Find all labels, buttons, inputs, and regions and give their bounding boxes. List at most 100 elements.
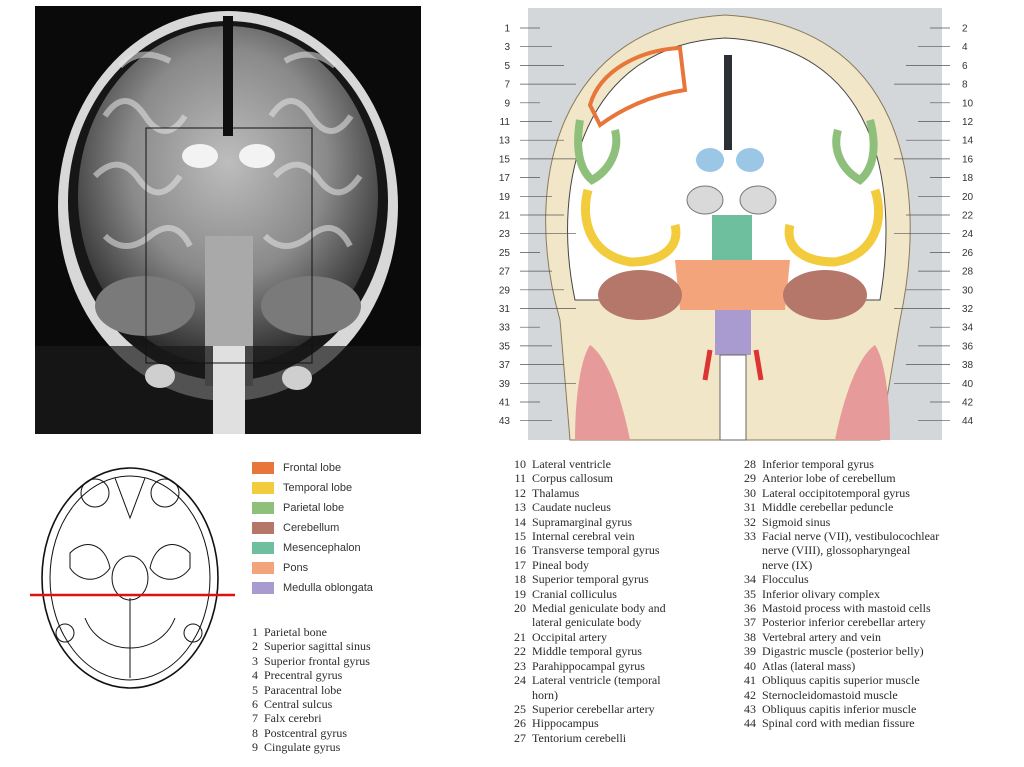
diagram-label-left: 19: [499, 192, 511, 203]
list-item-text: Parahippocampal gyrus: [532, 659, 645, 673]
legend-label: Frontal lobe: [283, 462, 341, 474]
diagram-label-right: 16: [962, 154, 974, 165]
list-item-number: 13: [508, 500, 526, 514]
diagram-label-right: 10: [962, 98, 974, 109]
diagram-label-left: 9: [504, 98, 510, 109]
list-item-number: 37: [738, 615, 756, 629]
list-item-number: 24: [508, 673, 526, 702]
list-item-number: 42: [738, 688, 756, 702]
diagram-label-right: 32: [962, 304, 974, 315]
list-item-text: Hippocampus: [532, 716, 599, 730]
list-item-number: 16: [508, 543, 526, 557]
list-item-text: Inferior temporal gyrus: [762, 457, 874, 471]
diagram-label-left: 3: [504, 42, 510, 53]
mri-cerebellum-right: [261, 276, 361, 336]
list-item: 18Superior temporal gyrus: [508, 572, 728, 586]
mri-vessel-right: [282, 366, 312, 390]
mri-graphic: [35, 6, 421, 434]
list-item: 26Hippocampus: [508, 716, 728, 730]
list-item: 34Flocculus: [738, 572, 978, 586]
list-item: 39 Digastric muscle (posterior belly): [738, 644, 978, 658]
list-item: 29 Anterior lobe of cerebellum: [738, 471, 978, 485]
list-item-number: 14: [508, 515, 526, 529]
list-item-text: Lateral ventricle: [532, 457, 611, 471]
list-item-text: Medial geniculate body and lateral genic…: [532, 601, 666, 630]
list-item-number: 43: [738, 702, 756, 716]
list-item-text: Facial nerve (VII), vestibulocochlear ne…: [762, 529, 939, 572]
list-item-text: Internal cerebral vein: [532, 529, 635, 543]
mri-vessel-left: [145, 364, 175, 388]
list-item-text: Caudate nucleus: [532, 500, 611, 514]
thalamus-left: [687, 186, 723, 214]
list-item-text: Middle temporal gyrus: [532, 644, 642, 658]
diagram-label-right: 28: [962, 267, 974, 278]
list-item: 6Central sulcus: [240, 697, 371, 711]
list-item-text: Cranial colliculus: [532, 587, 617, 601]
pons-region: [675, 260, 790, 310]
list-item: 31Middle cerebellar peduncle: [738, 500, 978, 514]
list-item-number: 4: [240, 668, 258, 682]
falx-cerebri: [724, 55, 732, 150]
legend-item: Frontal lobe: [252, 458, 373, 478]
list-item-text: Postcentral gyrus: [264, 726, 347, 740]
list-item: 19Cranial colliculus: [508, 587, 728, 601]
list-item-number: 9: [240, 740, 258, 754]
list-item-number: 30: [738, 486, 756, 500]
list-item-number: 3: [240, 654, 258, 668]
diagram-label-left: 43: [499, 416, 511, 427]
list-item-number: 15: [508, 529, 526, 543]
list-item-text: Obliquus capitis inferior muscle: [762, 702, 916, 716]
list-item-text: Inferior olivary complex: [762, 587, 880, 601]
list-item-text: Thalamus: [532, 486, 579, 500]
list-item: 1Parietal bone: [240, 625, 371, 639]
list-item: 42Sternocleidomastoid muscle: [738, 688, 978, 702]
legend-swatch: [252, 482, 274, 494]
list-item-text: Digastric muscle (posterior belly): [762, 644, 924, 658]
coronal-section-diagram: 1357911131517192123252729313335373941432…: [480, 0, 1020, 445]
diagram-label-left: 25: [499, 248, 511, 259]
diagram-label-right: 12: [962, 117, 974, 128]
list-item-number: 11: [508, 471, 526, 485]
list-item-number: 38: [738, 630, 756, 644]
diagram-label-right: 36: [962, 341, 974, 352]
structure-list-3: 28 Inferior temporal gyrus 29 Anterior lobe…: [738, 457, 978, 731]
axial-locator-diagram: [30, 458, 240, 758]
list-item: 17Pineal body: [508, 558, 728, 572]
list-item-text: Obliquus capitis superior muscle: [762, 673, 920, 687]
diagram-label-left: 31: [499, 304, 511, 315]
legend-swatch: [252, 502, 274, 514]
list-item-number: 22: [508, 644, 526, 658]
list-item-number: 39: [738, 644, 756, 658]
list-item: 16Transverse temporal gyrus: [508, 543, 728, 557]
mri-cerebellum-left: [95, 276, 195, 336]
diagram-label-left: 27: [499, 267, 511, 278]
legend-label: Cerebellum: [283, 522, 339, 534]
diagram-label-left: 35: [499, 341, 511, 352]
diagram-label-left: 15: [499, 154, 511, 165]
legend-label: Temporal lobe: [283, 482, 352, 494]
diagram-label-right: 4: [962, 42, 968, 53]
diagram-label-right: 34: [962, 323, 974, 334]
list-item-number: 29: [738, 471, 756, 485]
ventricle-right: [736, 148, 764, 172]
diagram-label-right: 38: [962, 360, 974, 371]
list-item-number: 44: [738, 716, 756, 730]
list-item: 4 Precentral gyrus: [240, 668, 371, 682]
list-item-number: 31: [738, 500, 756, 514]
legend-swatch: [252, 522, 274, 534]
list-item-number: 23: [508, 659, 526, 673]
list-item-text: Precentral gyrus: [264, 668, 342, 682]
list-item-number: 18: [508, 572, 526, 586]
list-item-text: Anterior lobe of cerebellum: [762, 471, 896, 485]
list-item-number: 6: [240, 697, 258, 711]
list-item-number: 28: [738, 457, 756, 471]
list-item: 7Falx cerebri: [240, 711, 371, 725]
